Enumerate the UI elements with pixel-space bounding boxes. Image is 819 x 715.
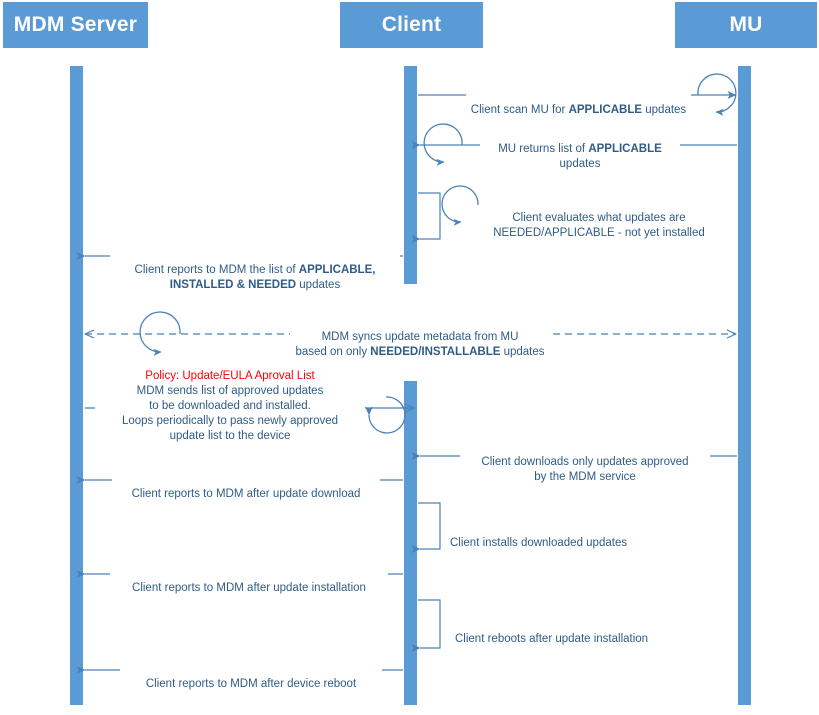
- m4-text-c: updates: [296, 279, 341, 291]
- m5-text-c: updates: [500, 346, 545, 358]
- m3-text: Client evaluates what updates are NEEDED…: [493, 212, 705, 239]
- m8-text: Client reports to MDM after update downl…: [131, 488, 361, 500]
- message-label-m9: Client installs downloaded updates: [450, 521, 690, 551]
- message-label-m3: Client evaluates what updates are NEEDED…: [484, 196, 714, 241]
- m4-text-b: APPLICABLE, INSTALLED & NEEDED: [169, 264, 376, 291]
- m9-text: Client installs downloaded updates: [450, 537, 628, 549]
- m7-text: Client downloads only updates approved b…: [481, 456, 689, 483]
- m2-text-c: updates: [559, 158, 601, 170]
- message-arrow-m3-self: [411, 185, 479, 243]
- lifeline-mu: [738, 66, 751, 705]
- message-label-m11: Client reboots after update installation: [455, 617, 695, 647]
- message-label-m12: Client reports to MDM after device reboo…: [120, 662, 382, 692]
- loop-icon-m6: [364, 396, 406, 434]
- policy-title-text: Policy: Update/EULA Aproval List: [145, 370, 315, 382]
- message-arrow-m9-self: [411, 502, 441, 553]
- m11-text: Client reboots after update installation: [455, 633, 649, 645]
- m1-text-c: updates: [642, 104, 687, 116]
- actor-label-client: Client: [381, 13, 442, 36]
- message-label-m6-policy: Policy: Update/EULA Aproval List MDM sen…: [95, 369, 365, 444]
- message-label-m8: Client reports to MDM after update downl…: [112, 472, 380, 502]
- m5-text-a: MDM syncs update metadata from MU based …: [295, 331, 519, 358]
- lifeline-client-lower: [404, 381, 417, 705]
- message-label-m2: MU returns list of APPLICABLE updates: [480, 127, 680, 172]
- m1-text-a: Client scan MU for: [470, 104, 569, 116]
- m12-text: Client reports to MDM after device reboo…: [145, 678, 357, 690]
- lifeline-mdm-server: [70, 66, 83, 705]
- loop-icon-m2: [423, 123, 463, 166]
- message-label-m1: Client scan MU for APPLICABLE updates: [466, 88, 691, 118]
- actor-label-mdm-server: MDM Server: [13, 13, 138, 36]
- actor-box-mu: MU: [675, 2, 817, 48]
- m2-text-a: MU returns list of: [498, 143, 589, 155]
- m10-text: Client reports to MDM after update insta…: [132, 582, 366, 594]
- actor-label-mu: MU: [729, 13, 763, 36]
- m4-text-a: Client reports to MDM the list of: [134, 264, 299, 276]
- m1-text-b: APPLICABLE: [568, 104, 643, 116]
- loop-icon-m5: [139, 311, 181, 356]
- m2-text-b: APPLICABLE: [588, 143, 662, 155]
- m6-text: MDM sends list of approved updates to be…: [121, 385, 339, 442]
- actor-box-client: Client: [340, 2, 483, 48]
- message-arrow-m11-self: [411, 599, 441, 652]
- loop-icon-m3: [441, 185, 479, 226]
- message-label-m4: Client reports to MDM the list of APPLIC…: [110, 248, 400, 293]
- lifeline-client-upper: [404, 66, 417, 284]
- message-label-m10: Client reports to MDM after update insta…: [110, 566, 388, 596]
- actor-box-mdm-server: MDM Server: [3, 2, 148, 48]
- message-label-m5: MDM syncs update metadata from MU based …: [290, 315, 550, 360]
- message-label-m7: Client downloads only updates approved b…: [460, 440, 710, 485]
- loop-icon-m1: [697, 73, 737, 116]
- m5-text-b: NEEDED/INSTALLABLE: [370, 346, 501, 358]
